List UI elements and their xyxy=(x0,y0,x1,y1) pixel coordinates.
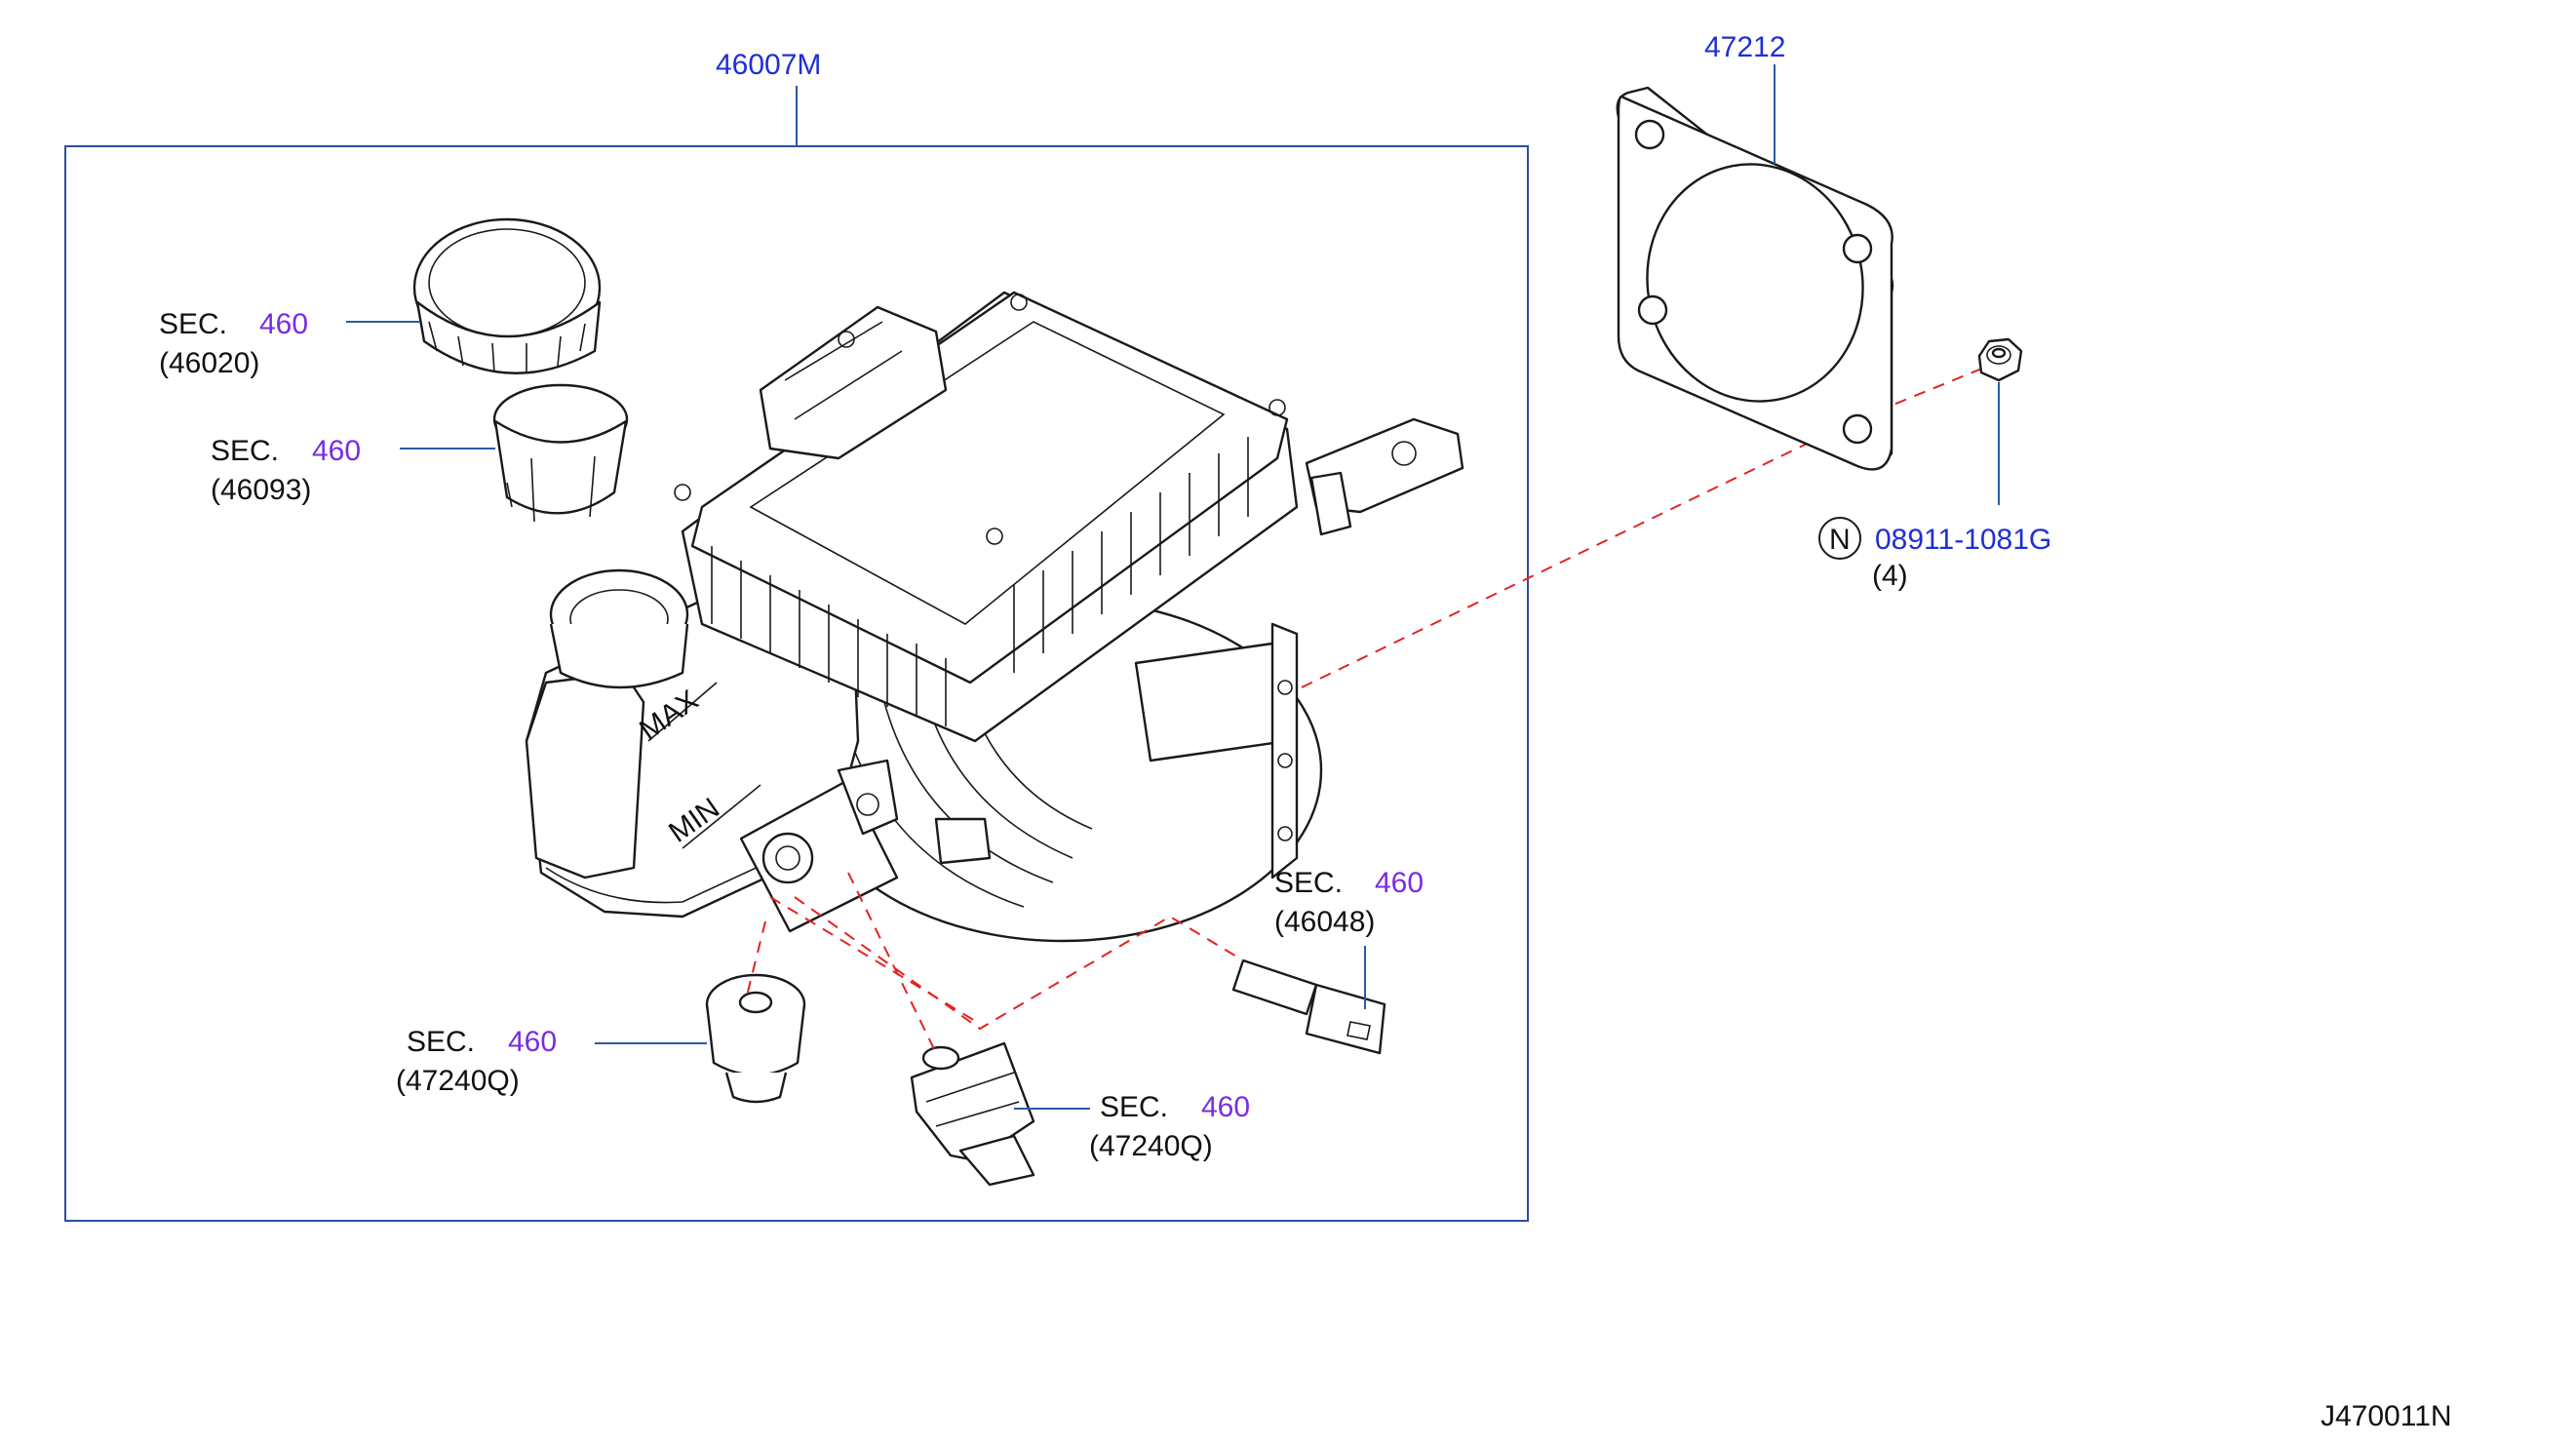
callout-sec-label: SEC. xyxy=(407,1026,475,1058)
stroke-sensor-connector[interactable] xyxy=(1231,958,1386,1055)
callout-sec-label: SEC. xyxy=(1100,1091,1168,1123)
nut-part-number[interactable]: 08911-1081G xyxy=(1875,524,2051,556)
nut-callout[interactable]: N 08911-1081G (4) xyxy=(1818,517,2051,592)
callout-sec-number[interactable]: 460 xyxy=(1201,1091,1250,1123)
callout-46048[interactable]: SEC. 460 (46048) xyxy=(1274,867,1424,938)
callout-47240q-right[interactable]: SEC. 460 (47240Q) xyxy=(1089,1091,1250,1162)
callout-part-ref: (46020) xyxy=(159,347,259,379)
callout-46093[interactable]: SEC. 460 (46093) xyxy=(211,435,361,506)
reservoir-cap[interactable] xyxy=(412,217,602,374)
gasket-part-number[interactable]: 47212 xyxy=(1704,31,1785,63)
nut-quantity: (4) xyxy=(1872,560,1908,592)
callout-sec-number[interactable]: 460 xyxy=(259,308,308,340)
brake-booster-assembly[interactable]: MAX MIN xyxy=(525,291,1464,943)
callout-part-ref: (47240Q) xyxy=(396,1065,520,1097)
callout-47240q-left[interactable]: SEC. 460 (47240Q) xyxy=(396,1026,557,1097)
callout-part-ref: (46048) xyxy=(1274,906,1375,938)
nut-symbol-circle xyxy=(1818,517,1861,560)
callout-sec-label: SEC. xyxy=(211,435,279,467)
callout-sec-number[interactable]: 460 xyxy=(1375,867,1424,899)
nut-symbol: N xyxy=(1829,524,1851,556)
flange-nut[interactable] xyxy=(1977,337,2023,382)
diagram-id: J470011N xyxy=(2321,1400,2452,1432)
booster-gasket[interactable] xyxy=(1616,86,1894,471)
pressure-sensor-right[interactable] xyxy=(910,1041,1035,1187)
callout-sec-label: SEC. xyxy=(159,308,227,340)
pressure-sensor-left[interactable] xyxy=(705,973,806,1104)
callout-sec-number[interactable]: 460 xyxy=(508,1026,557,1058)
assembly-part-number[interactable]: 46007M xyxy=(716,49,821,81)
callout-part-ref: (47240Q) xyxy=(1089,1130,1213,1162)
callout-sec-label: SEC. xyxy=(1274,867,1343,899)
reservoir-strainer[interactable] xyxy=(492,383,629,523)
callout-sec-number[interactable]: 460 xyxy=(312,435,361,467)
callout-46020[interactable]: SEC. 460 (46020) xyxy=(159,308,308,379)
callout-part-ref: (46093) xyxy=(211,474,311,506)
